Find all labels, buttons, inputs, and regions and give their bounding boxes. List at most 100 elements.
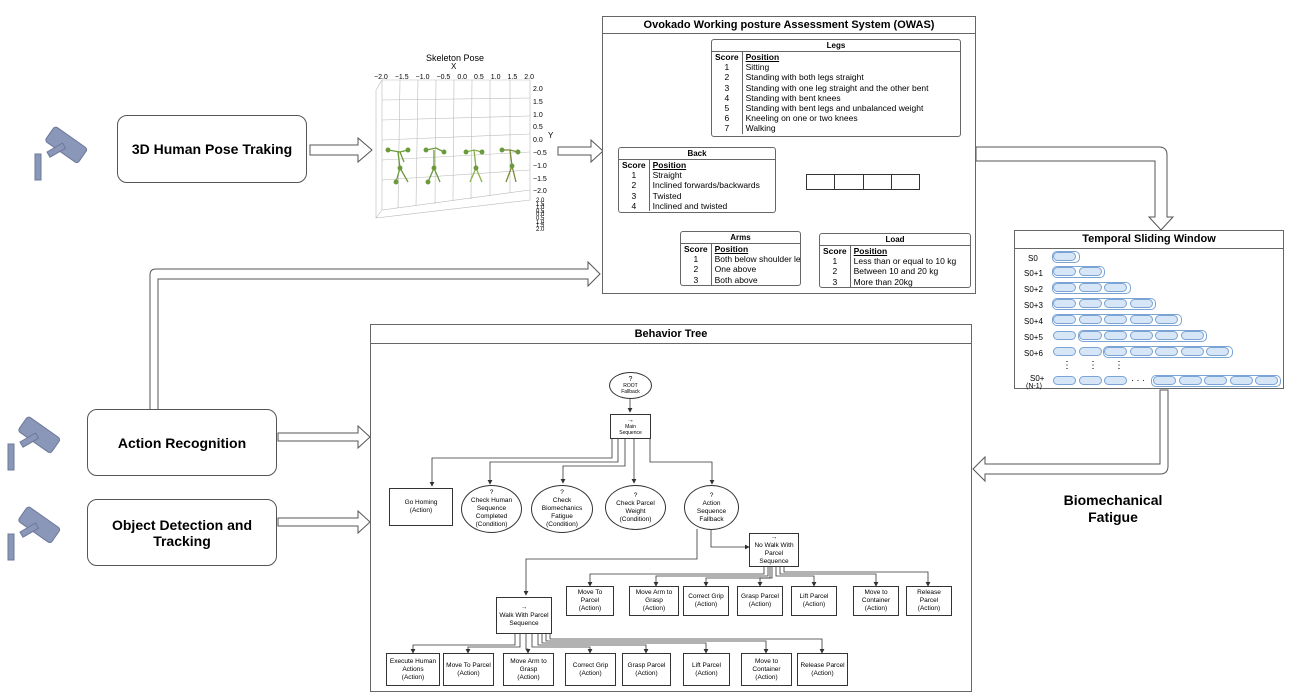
bt-go-homing: Go Homing(Action): [389, 488, 453, 526]
node-line: Biomechanics: [541, 505, 583, 512]
score-header: Score: [712, 52, 743, 63]
y-tick: 1.5: [533, 98, 543, 106]
node-line: Go Homing: [404, 499, 438, 506]
x-tick: 0.5: [474, 74, 484, 81]
window-frame-block: [1155, 315, 1178, 324]
z-tick: 1.5: [536, 201, 545, 208]
node-line: Release Parcel: [800, 661, 845, 669]
skeleton-title: Skeleton Pose: [425, 53, 485, 63]
node-line: Move to: [754, 657, 779, 665]
node-line: Fatigue: [551, 513, 573, 520]
y-tick: −2.0: [533, 188, 547, 196]
hollow-arrows: [149, 136, 1175, 535]
skeleton-figures: [385, 147, 521, 185]
y-tick: 0.5: [533, 124, 543, 132]
node-line: (Condition): [546, 521, 578, 528]
window-frame-block: [1053, 267, 1076, 276]
position-header: Position: [745, 52, 780, 62]
node-line: →: [770, 534, 778, 541]
node-line: Sequence: [696, 507, 727, 515]
node-line: Check: [552, 497, 572, 504]
node-line: Grasp: [519, 665, 538, 673]
node-line: (Action): [695, 669, 718, 677]
y-tick: −1.5: [533, 175, 547, 183]
position-header: Position: [853, 246, 888, 256]
node-line: Move Arm to: [635, 589, 673, 596]
node-line: Completed: [475, 513, 508, 520]
node-line: (Action): [755, 673, 778, 681]
object-detection-label: Object Detection and Tracking: [111, 516, 253, 549]
window-hdots: · · ·: [1131, 375, 1145, 385]
node-line: (Action): [409, 507, 433, 514]
y-tick: 0.0: [533, 137, 543, 145]
window-frame: [1052, 298, 1156, 310]
node-line: (Action): [917, 605, 941, 612]
window-frame-block: [1104, 283, 1127, 292]
node-line: (Action): [457, 669, 480, 677]
bt-action-node: Correct Grip(Action): [683, 586, 729, 616]
window-frame-block: [1155, 331, 1178, 340]
node-line: Move To: [577, 589, 603, 596]
window-frame-block: [1053, 252, 1076, 261]
window-frame-block: [1178, 376, 1202, 385]
x-tick: −1.0: [415, 74, 430, 81]
skeleton-plot: [375, 79, 531, 219]
window-frame-block: [1053, 299, 1076, 308]
node-line: ?: [560, 489, 564, 496]
node-line: Sequence: [759, 558, 789, 565]
z-tick: 0.0: [536, 212, 545, 219]
node-line: Grasp Parcel: [627, 661, 666, 669]
node-line: Move Arm to: [510, 657, 547, 665]
window-vdots: ⋮: [1088, 360, 1098, 371]
owas-title: Ovokado Working posture Assessment Syste…: [603, 17, 975, 34]
window-frame-block: [1129, 299, 1153, 308]
window-frame-block: [1229, 376, 1253, 385]
bt-action-node: Correct Grip(Action): [565, 653, 616, 686]
y-tick: 2.0: [533, 86, 543, 93]
window-frame: [1077, 330, 1207, 342]
score-header: Score: [820, 246, 851, 257]
window-row-label: S0+6: [1024, 349, 1043, 358]
camera-icon: [7, 506, 61, 561]
window-frame-block: [1255, 376, 1278, 385]
skeleton-x-label: X: [451, 62, 457, 71]
window-row-label: S0+: [1030, 374, 1045, 383]
x-tick: 1.5: [507, 74, 518, 81]
sliding-window-title: Temporal Sliding Window: [1015, 231, 1283, 249]
z-tick: 0.5: [536, 215, 545, 222]
node-line: (Action): [642, 605, 666, 612]
node-line: Weight: [625, 507, 646, 515]
node-line: →: [520, 603, 528, 611]
node-line: Sequence: [476, 505, 507, 512]
node-line: Move to: [864, 589, 888, 596]
window-frame-block: [1078, 331, 1102, 340]
window-row-label: S0+3: [1024, 301, 1043, 310]
behavior-tree-title: Behavior Tree: [371, 325, 971, 344]
window-frame-block: [1180, 347, 1204, 356]
bt-action-node: Lift Parcel(Action): [683, 653, 730, 686]
node-line: (Action): [517, 673, 540, 681]
window-row-label: S0+5: [1024, 333, 1043, 342]
window-frame-block: [1104, 347, 1127, 356]
camera-icon: [7, 416, 61, 471]
y-tick: 1.0: [533, 111, 543, 119]
